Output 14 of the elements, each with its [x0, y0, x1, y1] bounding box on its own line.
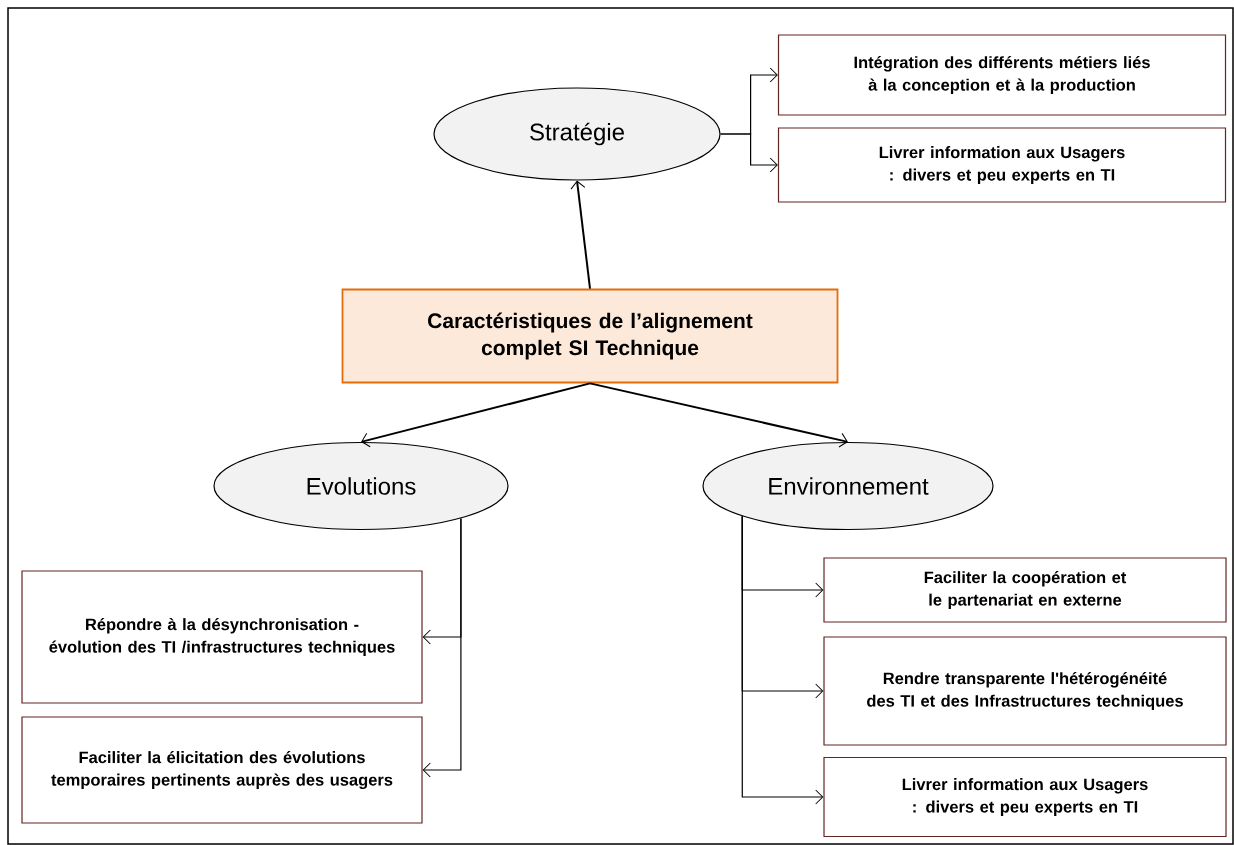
arrow	[422, 517, 462, 778]
arrow	[741, 515, 824, 805]
text-box: Faciliter la élicitation des évolutions temporaires pertinents auprès des usagers	[21, 716, 423, 824]
title-box: Caractéristiques de l’alignement complet SI Technique	[341, 288, 839, 384]
text-box: Rendre transparente l'hétérogénéité des TI et des Infrastructures techniques	[823, 636, 1227, 746]
arrow	[589, 382, 848, 448]
text-box: Livrer information aux Usagers : divers et peu experts en TI	[777, 127, 1227, 203]
arrow	[570, 180, 591, 290]
text-box: Faciliter la coopération et le partenariat en externe	[823, 557, 1227, 623]
text-box: Intégration des différents métiers liés à la conception et à la production	[777, 34, 1227, 116]
arrow	[720, 133, 778, 173]
text-box: Livrer information aux Usagers : divers et peu experts en TI	[823, 756, 1227, 838]
arrow	[361, 382, 591, 448]
text-box: Répondre à la désynchronisation - évolution des TI /infrastructures techniques	[21, 570, 423, 704]
